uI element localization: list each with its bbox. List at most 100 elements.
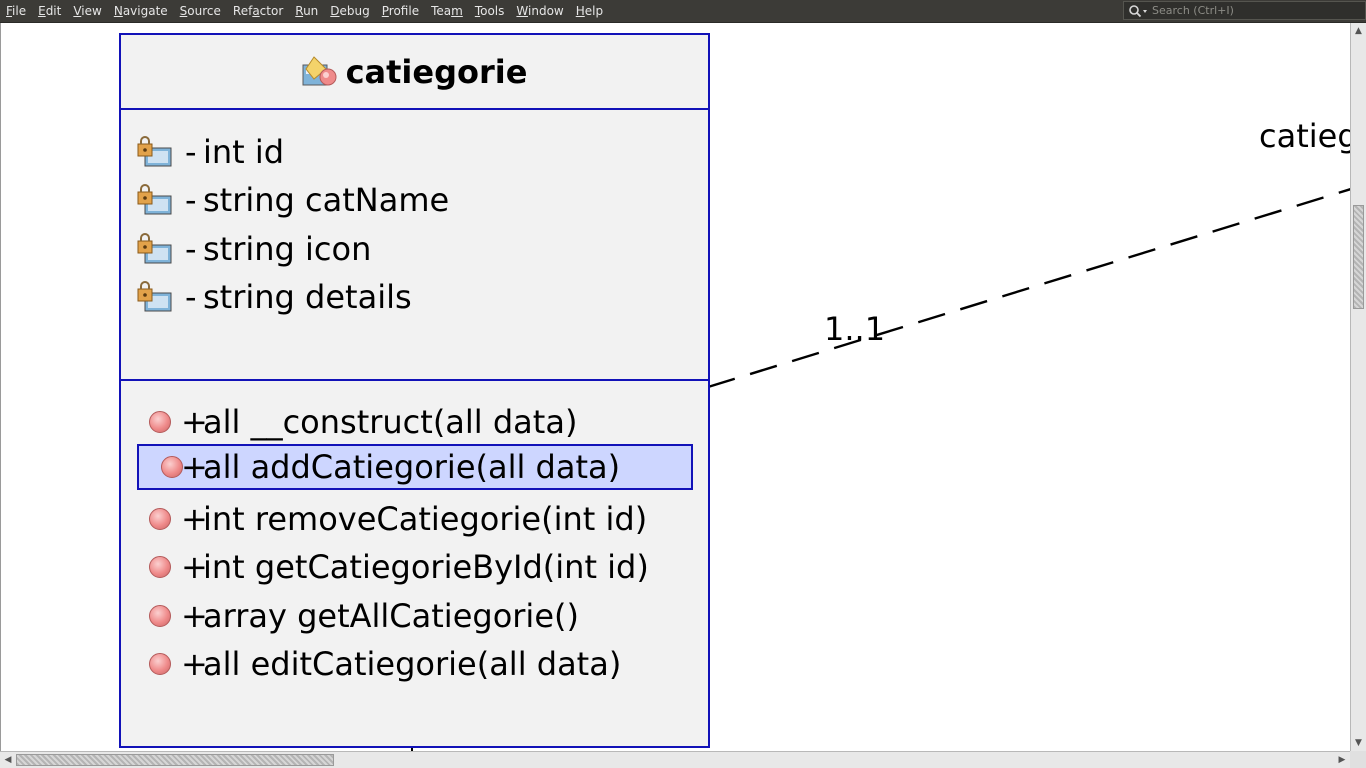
menu-item-text: ctor	[259, 4, 284, 18]
private-field-icon	[137, 184, 173, 218]
menu-item-text: ile	[12, 4, 27, 18]
menu-mnemonic: D	[330, 4, 340, 18]
search-box[interactable]	[1123, 1, 1366, 20]
operation-row[interactable]: +all editCatiegorie(all data)	[137, 641, 693, 687]
attributes-compartment[interactable]: -int id-string catName-string icon-strin…	[121, 110, 708, 381]
operation-row[interactable]: +all __construct(all data)	[137, 399, 693, 445]
menu-item-source[interactable]: Source	[174, 0, 227, 22]
public-method-icon	[149, 451, 185, 485]
visibility-marker: +	[181, 500, 208, 538]
multiplicity-label: 1..1	[824, 310, 886, 348]
visibility-marker: -	[185, 181, 197, 219]
class-header[interactable]: catiegorie	[121, 35, 708, 110]
menu-item-text: avigate	[122, 4, 168, 18]
operation-text: all addCatiegorie(all data)	[203, 448, 621, 486]
attribute-row[interactable]: -string icon	[137, 226, 693, 272]
attribute-row[interactable]: -int id	[137, 129, 693, 175]
menu-mnemonic: W	[516, 4, 529, 18]
menu-item-tools[interactable]: Tools	[469, 0, 511, 22]
menu-mnemonic: a	[252, 4, 260, 18]
menu-item-run[interactable]: Run	[289, 0, 324, 22]
menu-item-navigate[interactable]: Navigate	[108, 0, 174, 22]
menu-item-edit[interactable]: Edit	[32, 0, 67, 22]
menu-item-text: indow	[528, 4, 564, 18]
vertical-scrollbar[interactable]: ▲ ▼	[1350, 23, 1366, 751]
menu-mnemonic: m	[451, 4, 463, 18]
operation-row[interactable]: +array getAllCatiegorie()	[137, 593, 693, 639]
menu-item-text: Ref	[232, 4, 253, 18]
search-icon[interactable]	[1128, 4, 1150, 18]
public-method-icon	[137, 648, 173, 682]
public-method-icon	[137, 551, 173, 585]
private-field-icon	[137, 233, 173, 267]
horizontal-scrollbar[interactable]: ◀ ▶	[0, 751, 1350, 768]
menu-item-text: Tea	[431, 4, 452, 18]
menu-item-text: dit	[45, 4, 62, 18]
operation-text: array getAllCatiegorie()	[203, 597, 579, 635]
diagram-canvas[interactable]: 1..1 catieg catiegorie -int id-string ca…	[0, 23, 1350, 751]
operation-text: all editCatiegorie(all data)	[203, 645, 622, 683]
menu-mnemonic: N	[113, 4, 123, 18]
menu-item-team[interactable]: Team	[425, 0, 469, 22]
menu-item-debug[interactable]: Debug	[324, 0, 375, 22]
public-method-icon	[137, 406, 173, 440]
menu-item-file[interactable]: File	[0, 0, 32, 22]
related-class-label: catieg	[1259, 117, 1350, 155]
search-input[interactable]	[1152, 3, 1352, 18]
menu-mnemonic: V	[73, 4, 82, 18]
operation-text: int getCatiegorieById(int id)	[203, 548, 649, 586]
menu-mnemonic: P	[381, 4, 389, 18]
private-field-icon	[137, 136, 173, 170]
attribute-row[interactable]: -string catName	[137, 177, 693, 223]
visibility-marker: +	[181, 403, 208, 441]
scrollbar-corner	[1350, 751, 1366, 768]
menu-item-text: ebug	[339, 4, 370, 18]
operation-row[interactable]: +int getCatiegorieById(int id)	[137, 544, 693, 590]
uml-class-box[interactable]: catiegorie -int id-string catName-string…	[119, 33, 710, 748]
operation-row[interactable]: +int removeCatiegorie(int id)	[137, 496, 693, 542]
scroll-down-icon[interactable]: ▼	[1355, 738, 1362, 748]
visibility-marker: -	[185, 230, 197, 268]
private-field-icon	[137, 281, 173, 315]
menu-item-text: iew	[81, 4, 102, 18]
menu-item-text: rofile	[388, 4, 420, 18]
menu-item-window[interactable]: Window	[510, 0, 569, 22]
horizontal-scroll-thumb[interactable]	[16, 754, 334, 766]
class-icon	[302, 55, 338, 89]
scroll-right-icon[interactable]: ▶	[1338, 755, 1346, 765]
vertical-scroll-thumb[interactable]	[1353, 205, 1364, 309]
visibility-marker: +	[181, 645, 208, 683]
attribute-text: int id	[203, 133, 285, 171]
menu-item-profile[interactable]: Profile	[376, 0, 425, 22]
scroll-up-icon[interactable]: ▲	[1355, 26, 1362, 36]
menu-item-text: ource	[187, 4, 221, 18]
visibility-marker: +	[181, 448, 208, 486]
menu-mnemonic: F	[6, 4, 13, 18]
menu-mnemonic: E	[38, 4, 46, 18]
class-title: catiegorie	[121, 35, 708, 108]
menu-item-text: ools	[480, 4, 505, 18]
attribute-text: string details	[203, 278, 412, 316]
visibility-marker: -	[185, 278, 197, 316]
visibility-marker: -	[185, 133, 197, 171]
operation-text: all __construct(all data)	[203, 403, 578, 441]
attribute-text: string icon	[203, 230, 372, 268]
menu-item-help[interactable]: Help	[570, 0, 609, 22]
operation-row-selected[interactable]: +all addCatiegorie(all data)	[137, 444, 693, 490]
menu-mnemonic: S	[179, 4, 188, 18]
menu-item-view[interactable]: View	[67, 0, 107, 22]
visibility-marker: +	[181, 597, 208, 635]
attribute-row[interactable]: -string details	[137, 274, 693, 320]
visibility-marker: +	[181, 548, 208, 586]
operation-text: int removeCatiegorie(int id)	[203, 500, 648, 538]
menu-item-refactor[interactable]: Refactor	[227, 0, 289, 22]
menu-mnemonic: T	[474, 4, 481, 18]
menu-mnemonic: R	[295, 4, 304, 18]
operations-compartment[interactable]: +all __construct(all data)+all addCatieg…	[121, 381, 708, 741]
class-name: catiegorie	[345, 52, 528, 91]
menu-item-text: elp	[584, 4, 604, 18]
public-method-icon	[137, 600, 173, 634]
scroll-left-icon[interactable]: ◀	[4, 755, 12, 765]
